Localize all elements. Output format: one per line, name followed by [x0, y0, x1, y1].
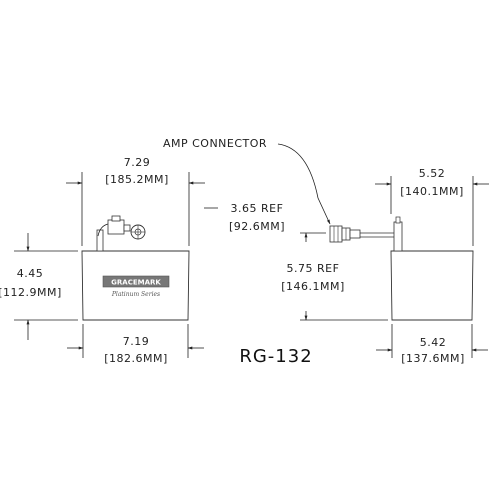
left-top-width-mm: [185.2MM] — [105, 173, 169, 186]
left-top-width-in: 7.29 — [124, 156, 151, 169]
brand-plate — [102, 275, 170, 288]
left-height-mm: [112.9MM] — [0, 286, 62, 299]
left-ref-in: 3.65 REF — [231, 202, 284, 215]
right-bottom-width-in: 5.42 — [420, 336, 447, 349]
right-bottom-width-mm: [137.6MM] — [401, 352, 465, 365]
side-fitting — [360, 216, 403, 252]
side-body-outline — [390, 250, 474, 321]
right-top-width-mm: [140.1MM] — [400, 185, 464, 198]
model-number: RG-132 — [239, 346, 312, 367]
left-view: GRACEMARK Platinum Series 7.29 [185.2MM]… — [0, 156, 285, 365]
right-ref-mm: [146.1MM] — [281, 280, 345, 293]
series-text: Platinum Series — [111, 291, 160, 298]
left-bottom-width-mm: [182.6MM] — [104, 352, 168, 365]
amp-connector-callout: AMP CONNECTOR — [163, 137, 267, 150]
right-view: AMP CONNECTOR 5.52 [140.1MM] 5.42 [137.6… — [163, 137, 489, 365]
amp-connector — [329, 225, 361, 243]
left-height-in: 4.45 — [17, 267, 44, 280]
brand-text: GRACEMARK — [111, 279, 161, 287]
right-ref-in: 5.75 REF — [287, 262, 340, 275]
top-fitting — [96, 215, 146, 252]
left-bottom-width-in: 7.19 — [123, 335, 150, 348]
right-top-width-in: 5.52 — [419, 167, 446, 180]
left-ref-mm: [92.6MM] — [229, 220, 285, 233]
